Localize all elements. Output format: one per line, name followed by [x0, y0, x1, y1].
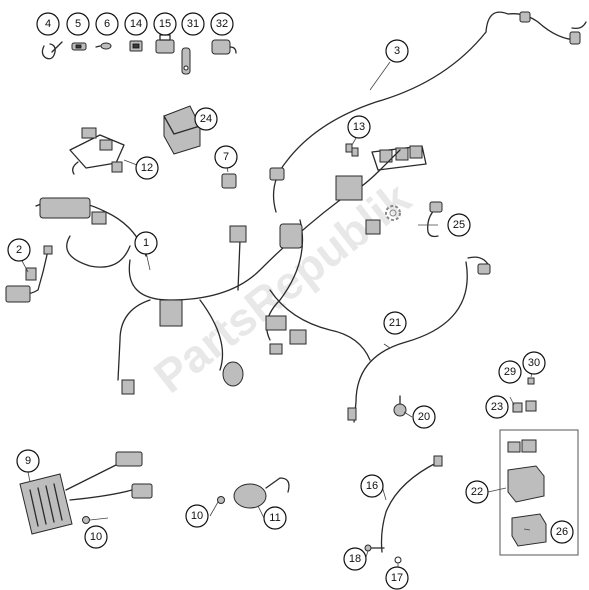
part-21-ground-cable	[347, 256, 491, 423]
svg-text:25: 25	[453, 219, 465, 231]
part-7-clip	[221, 173, 237, 189]
callout-16: 16	[360, 474, 384, 498]
part-9-regulator	[19, 451, 153, 535]
callout-14: 14	[124, 12, 148, 36]
callout-26: 26	[550, 520, 574, 544]
callout-15: 15	[153, 12, 177, 36]
part-11-horn	[233, 477, 290, 509]
part-16-cable	[380, 455, 443, 553]
part-1-main-harness	[35, 149, 401, 395]
part-6-bulb	[95, 42, 112, 50]
callout-32: 32	[210, 12, 234, 36]
svg-text:29: 29	[504, 366, 516, 378]
svg-text:31: 31	[187, 18, 199, 30]
callout-11: 11	[263, 506, 287, 530]
part-23-fuse	[512, 400, 537, 413]
svg-text:7: 7	[223, 151, 229, 163]
svg-text:3: 3	[394, 45, 400, 57]
svg-text:18: 18	[349, 553, 361, 565]
part-24-cover	[163, 105, 201, 155]
callout-20: 20	[412, 405, 436, 429]
svg-text:26: 26	[556, 526, 568, 538]
callout-12: 12	[135, 156, 159, 180]
svg-text:11: 11	[269, 512, 280, 524]
callout-24: 24	[194, 107, 218, 131]
svg-text:1: 1	[143, 237, 149, 249]
svg-text:12: 12	[141, 162, 153, 174]
callout-4: 4	[36, 12, 60, 36]
callout-18: 18	[343, 547, 367, 571]
part-4-cable-tie	[41, 41, 63, 60]
callout-22: 22	[465, 480, 489, 504]
svg-text:20: 20	[418, 411, 430, 423]
callout-10-regulator: 10	[185, 504, 209, 528]
callout-1: 1	[134, 231, 158, 255]
callout-10-horn: 10	[84, 525, 108, 549]
part-10-bolt-b	[217, 496, 225, 504]
gear-icon	[385, 205, 401, 221]
callout-3: 3	[385, 39, 409, 63]
callout-9: 9	[16, 449, 40, 473]
svg-text:14: 14	[130, 18, 142, 30]
part-18-bolt	[364, 544, 385, 552]
svg-text:9: 9	[25, 455, 31, 467]
svg-text:30: 30	[528, 357, 540, 369]
part-20-terminal	[393, 395, 407, 417]
svg-text:10: 10	[90, 531, 102, 543]
callout-2: 2	[7, 238, 31, 262]
svg-text:15: 15	[159, 18, 171, 30]
svg-text:PartsRepublik: PartsRepublik	[144, 171, 420, 403]
callout-25: 25	[447, 213, 471, 237]
svg-text:32: 32	[216, 18, 228, 30]
callout-21: 21	[383, 311, 407, 335]
part-15-relay	[155, 34, 175, 54]
svg-text:23: 23	[491, 401, 503, 413]
part-32-sensor	[211, 39, 237, 55]
svg-text:4: 4	[45, 18, 51, 30]
svg-text:6: 6	[104, 18, 110, 30]
callout-13: 13	[347, 115, 371, 139]
svg-text:16: 16	[366, 480, 378, 492]
part-3-cable	[269, 11, 587, 213]
svg-text:10: 10	[191, 510, 203, 522]
callout-6: 6	[95, 12, 119, 36]
watermark: PartsRepublik	[144, 171, 420, 403]
callout-30: 30	[522, 351, 546, 375]
part-25-cable	[427, 201, 443, 238]
svg-text:24: 24	[200, 113, 212, 125]
callout-5: 5	[66, 12, 90, 36]
svg-text:5: 5	[75, 18, 81, 30]
part-30-nut	[527, 377, 535, 385]
part-2-sub-harness	[5, 245, 53, 303]
svg-text:2: 2	[16, 244, 22, 256]
part-5-clip	[71, 42, 87, 51]
svg-text:17: 17	[391, 572, 403, 584]
part-12-harness-connector	[69, 127, 125, 175]
svg-text:22: 22	[471, 486, 483, 498]
svg-text:21: 21	[389, 317, 401, 329]
part-10-bolt-a	[82, 516, 90, 524]
part-14-plug	[129, 40, 143, 52]
callout-31: 31	[181, 12, 205, 36]
callout-7: 7	[214, 145, 238, 169]
callout-23: 23	[485, 395, 509, 419]
part-17-washer	[394, 556, 402, 564]
svg-text:13: 13	[353, 121, 365, 133]
part-13-fuse-block	[345, 143, 427, 171]
callout-29: 29	[498, 360, 522, 384]
part-31-bracket	[181, 47, 191, 75]
callout-17: 17	[385, 566, 409, 590]
